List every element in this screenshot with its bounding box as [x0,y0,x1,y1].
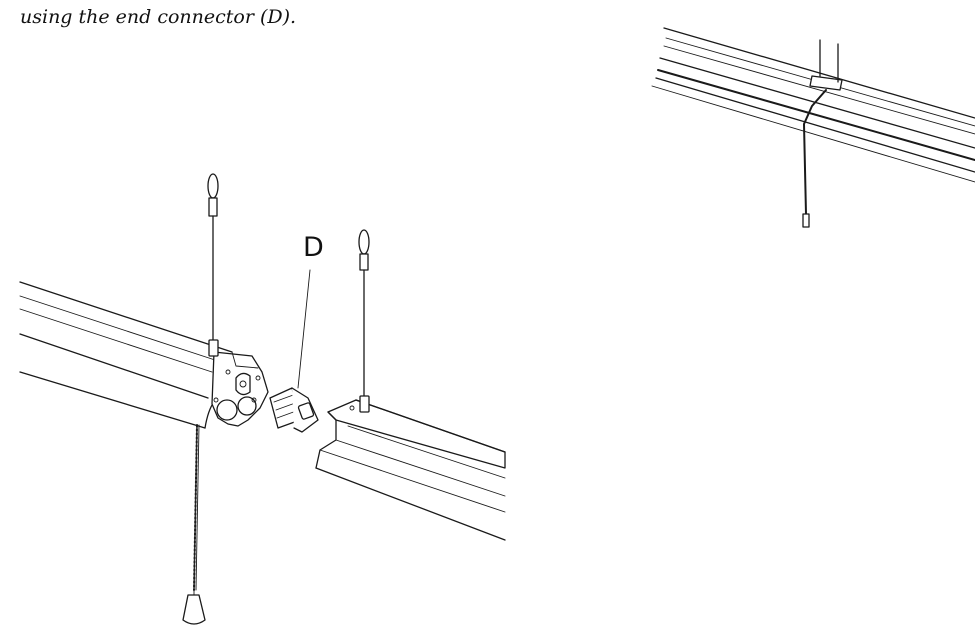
connected-fixtures-detail [651,27,975,228]
left-hanging-wire [207,173,219,357]
connector-label: D [303,232,324,263]
left-fixture [19,281,269,429]
right-hanging-wire [358,229,370,413]
pull-chain [182,424,206,625]
instruction-caption: using the end connector (D). [20,6,297,28]
end-connector [269,269,319,433]
right-fixture [315,399,506,541]
